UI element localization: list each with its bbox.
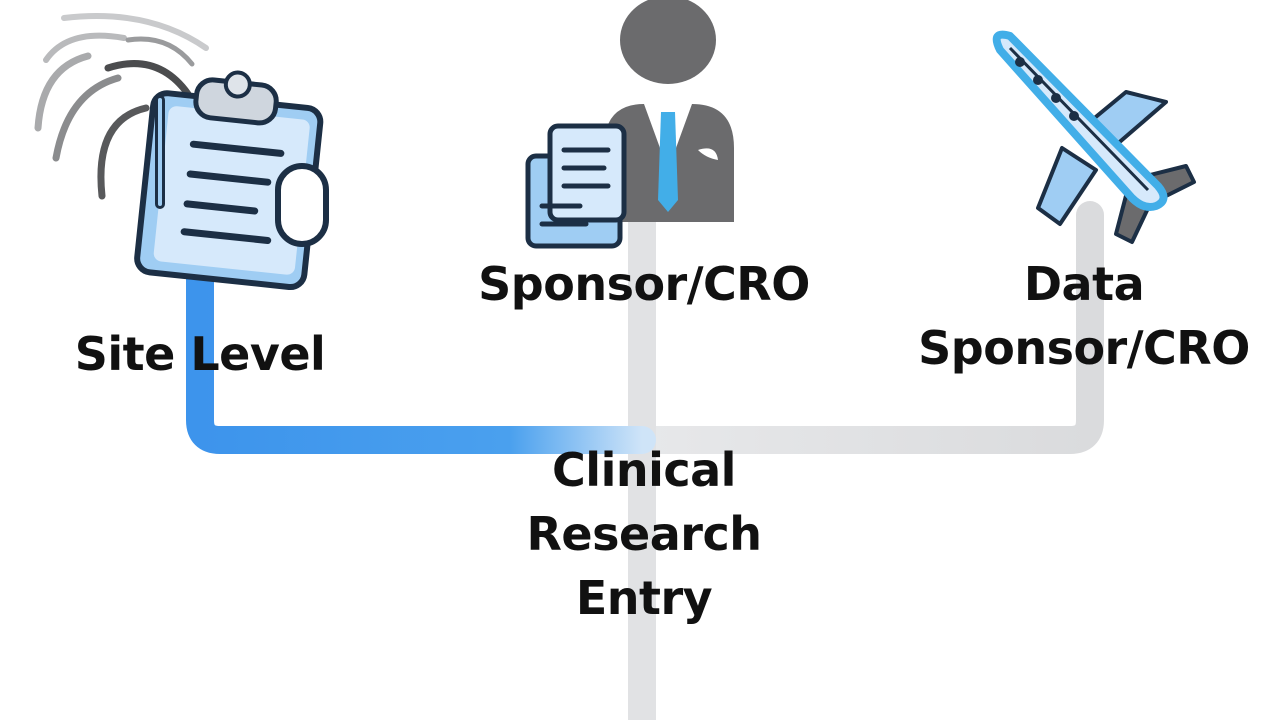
clipboard-icon bbox=[34, 13, 329, 291]
site-level-label-text: Site Level bbox=[74, 327, 326, 381]
business-person-with-documents-icon bbox=[525, 0, 734, 249]
data-sponsor-label-line2: Sponsor/CRO bbox=[918, 321, 1250, 375]
sponsor-cro-label-text: Sponsor/CRO bbox=[478, 257, 810, 311]
entry-label-line3: Entry bbox=[575, 571, 713, 625]
sponsor-cro-label: Sponsor/CRO bbox=[444, 252, 844, 316]
connector-site-branch bbox=[186, 256, 656, 454]
connector-data-branch bbox=[628, 201, 1104, 454]
site-level-label: Site Level bbox=[40, 322, 360, 386]
clinical-research-entry-label: Clinical Research Entry bbox=[444, 438, 844, 630]
data-sponsor-label-line1: Data bbox=[1023, 257, 1145, 311]
entry-label-line1: Clinical bbox=[552, 443, 736, 497]
data-sponsor-cro-label: Data Sponsor/CRO bbox=[884, 252, 1280, 380]
airplane-icon bbox=[992, 30, 1196, 244]
entry-label-line2: Research bbox=[526, 507, 762, 561]
